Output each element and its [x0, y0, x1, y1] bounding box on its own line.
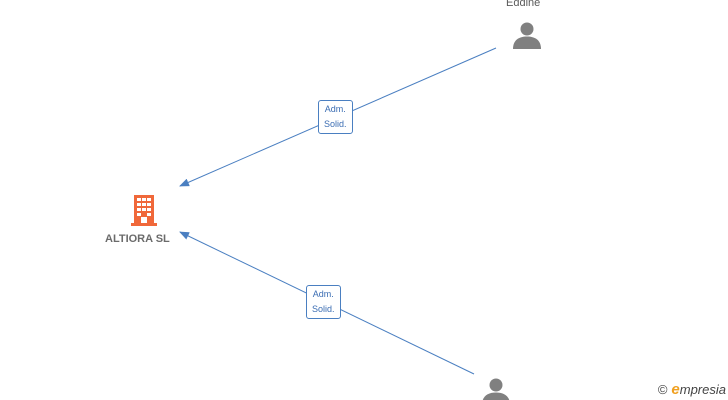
brand-logo-initial: e: [671, 381, 680, 398]
person-top-label[interactable]: Eddine: [506, 0, 541, 9]
edge-top-role-label[interactable]: Adm. Solid.: [318, 100, 353, 134]
person-icon[interactable]: [481, 376, 511, 400]
person-icon[interactable]: [512, 20, 542, 50]
empresia-watermark: ©empresia: [658, 381, 726, 398]
building-icon[interactable]: [129, 193, 159, 227]
edge-bottom-role-label[interactable]: Adm. Solid.: [306, 285, 341, 319]
copyright-symbol: ©: [657, 382, 668, 397]
company-label[interactable]: ALTIORA SL: [105, 233, 170, 245]
brand-logo-text: mpresia: [679, 382, 726, 397]
